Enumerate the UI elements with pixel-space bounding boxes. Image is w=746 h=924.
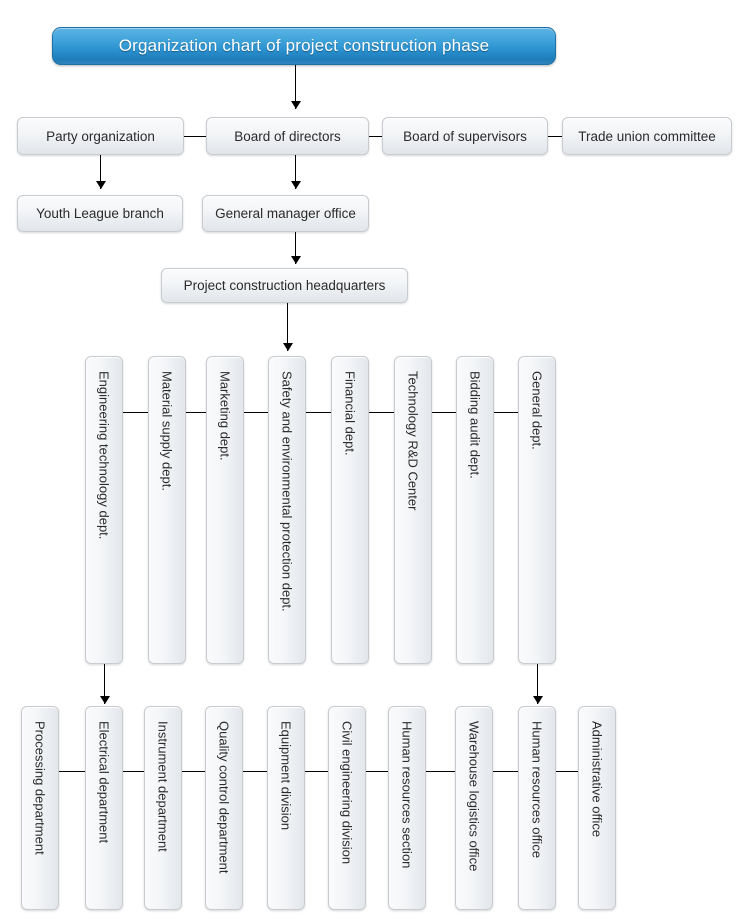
arrow-headquarters-to-departments xyxy=(283,343,293,351)
connector-engineering-to-electrical xyxy=(104,664,105,704)
node-label: Equipment division xyxy=(278,721,294,831)
node-label: Quality control department xyxy=(216,721,232,874)
connector-supervisors-to-union xyxy=(548,136,562,137)
node-trade-union-committee[interactable]: Trade union committee xyxy=(562,117,732,155)
node-label: General dept. xyxy=(529,371,545,450)
connector-board-to-gm-office xyxy=(295,155,296,189)
node-label: Material supply dept. xyxy=(159,371,175,491)
node-label: Instrument department xyxy=(155,721,171,852)
connector-dept-5-6 xyxy=(369,412,394,413)
node-marketing-dept[interactable]: Marketing dept. xyxy=(206,356,244,664)
node-instrument-department[interactable]: Instrument department xyxy=(144,706,182,910)
arrow-party-to-youth-league xyxy=(96,181,106,189)
node-board-of-supervisors[interactable]: Board of supervisors xyxy=(382,117,548,155)
connector-gm-to-headquarters xyxy=(295,232,296,264)
node-human-resources-office[interactable]: Human resources office xyxy=(518,706,556,910)
connector-dept-6-7 xyxy=(432,412,456,413)
connector-unit-8-9 xyxy=(493,771,518,772)
node-youth-league-branch[interactable]: Youth League branch xyxy=(17,195,183,232)
node-label: Board of directors xyxy=(234,128,341,144)
node-label: Administrative office xyxy=(589,721,605,838)
node-label: Bidding audit dept. xyxy=(467,371,483,479)
connector-unit-1-2 xyxy=(59,771,85,772)
connector-unit-5-6 xyxy=(305,771,328,772)
arrow-general-to-hr-office xyxy=(533,696,543,704)
node-bidding-audit-dept[interactable]: Bidding audit dept. xyxy=(456,356,494,664)
node-label: Project construction headquarters xyxy=(183,278,386,293)
node-label: Civil engineering division xyxy=(339,721,355,865)
node-label: Board of supervisors xyxy=(403,128,527,144)
node-financial-dept[interactable]: Financial dept. xyxy=(331,356,369,664)
node-safety-environmental-protection-dept[interactable]: Safety and environmental protection dept… xyxy=(268,356,306,664)
connector-unit-3-4 xyxy=(182,771,205,772)
arrow-board-to-gm-office xyxy=(291,181,301,189)
connector-title-to-board xyxy=(295,65,296,109)
node-general-dept[interactable]: General dept. xyxy=(518,356,556,664)
arrow-engineering-to-electrical xyxy=(100,696,110,704)
chart-title-banner: Organization chart of project constructi… xyxy=(52,27,556,65)
node-label: Warehouse logistics office xyxy=(466,721,482,872)
node-human-resources-section[interactable]: Human resources section xyxy=(388,706,426,910)
chart-title-text: Organization chart of project constructi… xyxy=(118,36,490,55)
node-board-of-directors[interactable]: Board of directors xyxy=(206,117,369,155)
node-label: Trade union committee xyxy=(578,128,716,144)
node-label: General manager office xyxy=(215,206,356,221)
node-civil-engineering-division[interactable]: Civil engineering division xyxy=(328,706,366,910)
node-electrical-department[interactable]: Electrical department xyxy=(85,706,123,910)
node-warehouse-logistics-office[interactable]: Warehouse logistics office xyxy=(455,706,493,910)
connector-dept-2-3 xyxy=(186,412,206,413)
connector-dept-4-5 xyxy=(306,412,331,413)
node-processing-department[interactable]: Processing department xyxy=(21,706,59,910)
node-engineering-technology-dept[interactable]: Engineering technology dept. xyxy=(85,356,123,664)
node-administrative-office[interactable]: Administrative office xyxy=(578,706,616,910)
node-material-supply-dept[interactable]: Material supply dept. xyxy=(148,356,186,664)
connector-party-to-board xyxy=(184,136,206,137)
node-label: Party organization xyxy=(46,128,155,144)
node-label: Marketing dept. xyxy=(217,371,233,461)
connector-party-to-youth-league xyxy=(100,155,101,189)
node-label: Engineering technology dept. xyxy=(96,371,112,540)
node-equipment-division[interactable]: Equipment division xyxy=(267,706,305,910)
connector-headquarters-to-departments xyxy=(287,303,288,351)
node-label: Human resources section xyxy=(399,721,415,869)
node-quality-control-department[interactable]: Quality control department xyxy=(205,706,243,910)
node-party-organization[interactable]: Party organization xyxy=(17,117,184,155)
connector-dept-7-8 xyxy=(494,412,518,413)
node-label: Financial dept. xyxy=(342,371,358,456)
node-label: Electrical department xyxy=(96,721,112,844)
node-label: Technology R&D Center xyxy=(405,371,421,511)
connector-unit-2-3 xyxy=(123,771,144,772)
node-general-manager-office[interactable]: General manager office xyxy=(202,195,369,232)
arrow-title-to-board xyxy=(291,101,301,109)
node-label: Safety and environmental protection dept… xyxy=(279,371,295,612)
connector-unit-6-7 xyxy=(366,771,388,772)
connector-unit-9-10 xyxy=(556,771,578,772)
connector-unit-7-8 xyxy=(426,771,455,772)
connector-unit-4-5 xyxy=(243,771,267,772)
connector-board-to-supervisors xyxy=(369,136,382,137)
arrow-gm-to-headquarters xyxy=(291,256,301,264)
connector-general-to-hr-office xyxy=(537,664,538,704)
connector-dept-1-2 xyxy=(123,412,148,413)
node-project-construction-headquarters[interactable]: Project construction headquarters xyxy=(161,268,408,303)
node-label: Human resources office xyxy=(529,721,545,859)
node-label: Processing department xyxy=(32,721,48,855)
connector-dept-3-4 xyxy=(244,412,268,413)
node-technology-rd-center[interactable]: Technology R&D Center xyxy=(394,356,432,664)
node-label: Youth League branch xyxy=(36,206,164,221)
